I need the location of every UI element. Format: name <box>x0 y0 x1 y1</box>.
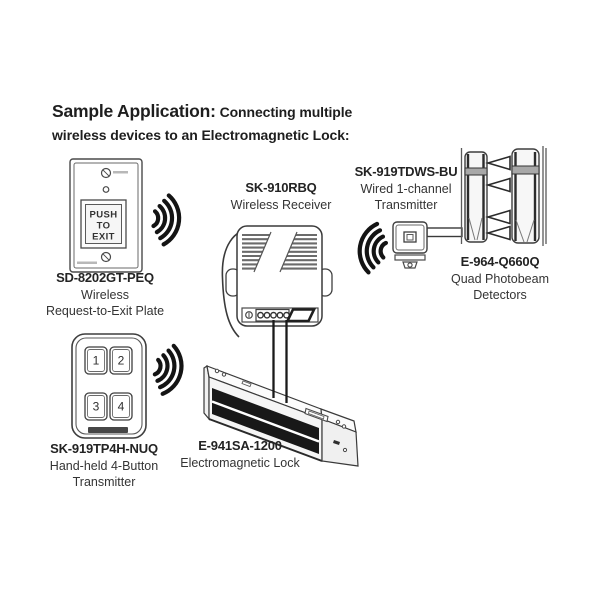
wired-transmitter-label: SK-919TDWS-BU Wired 1-channel Transmitte… <box>336 164 476 214</box>
mounting-hole <box>341 424 347 429</box>
page-title-line1: Sample Application: Connecting multiple <box>52 100 472 124</box>
maglock-desc1: Electromagnetic Lock <box>180 455 300 470</box>
receiver-desc1: Wireless Receiver <box>230 197 332 212</box>
knob-hole <box>407 262 413 268</box>
photobeam-desc2: Detectors <box>473 288 527 302</box>
maglock-bottom-edge <box>208 418 323 462</box>
mounting-hole <box>342 447 348 453</box>
remote-case-inner <box>75 337 143 435</box>
mounting-rail <box>460 146 547 246</box>
remote-button-1: 1 <box>84 346 108 375</box>
wired-transmitter-desc1: Wired 1-channel <box>360 181 452 196</box>
page-title: Sample Application: Connecting multiple … <box>52 100 472 147</box>
beam-arrow-icon <box>485 155 511 241</box>
exit-plate-model: SD-8202GT-PEQ <box>56 270 154 285</box>
wired-transmitter-desc2: Transmitter <box>374 198 438 212</box>
fine-print-mark <box>77 261 97 264</box>
transmitter-button-inner <box>406 234 414 241</box>
screw-icon <box>245 311 253 319</box>
to-label: TO <box>97 221 111 232</box>
remote-button-2: 2 <box>109 346 133 375</box>
button-3-label: 3 <box>93 400 100 414</box>
maglock-model: E-941SA-1200 <box>198 438 282 453</box>
photobeam-model: E-964-Q660Q <box>460 254 540 269</box>
magnet-pole-gap <box>211 400 320 443</box>
plate-inner <box>73 162 139 269</box>
button-4-label: 4 <box>118 400 125 414</box>
exit-plate-desc1: Wireless <box>81 287 129 302</box>
exit-label: EXIT <box>92 232 115 243</box>
terminal-block <box>255 308 290 322</box>
transmitter-case-inner <box>395 224 425 251</box>
wireless-signal-icon <box>357 221 388 275</box>
remote-case <box>71 333 147 439</box>
handheld-transmitter-label: SK-919TP4H-NUQ Hand-held 4-Button Transm… <box>24 441 184 491</box>
button-1-label: 1 <box>93 354 100 368</box>
receiver-graphic <box>221 225 333 338</box>
exit-plate-label: SD-8202GT-PEQ Wireless Request-to-Exit P… <box>30 270 180 320</box>
wireless-signal-icon <box>151 193 182 247</box>
mounting-hole <box>214 368 220 374</box>
remote-button-4: 4 <box>109 392 133 421</box>
photobeam-tower-left <box>464 151 488 243</box>
vent-band-edge <box>253 231 272 273</box>
maglock-cutout-inner <box>308 410 325 420</box>
photobeam-tower-right <box>511 148 540 244</box>
handheld-transmitter-model: SK-919TP4H-NUQ <box>50 441 158 456</box>
wiring-knockout <box>285 308 317 323</box>
button-2-label: 2 <box>118 354 125 368</box>
screw-icon <box>100 167 112 179</box>
maglock-label: E-941SA-1200 Electromagnetic Lock <box>150 438 330 471</box>
push-label: PUSH <box>90 210 118 221</box>
screw-icon <box>100 251 112 263</box>
page-title-line2: wireless devices to an Electromagnetic L… <box>52 127 350 143</box>
handheld-transmitter-desc2: Transmitter <box>72 475 136 489</box>
exit-plate-graphic: PUSH TO EXIT <box>69 158 143 273</box>
receiver-label: SK-910RBQ Wireless Receiver <box>206 180 356 213</box>
photobeam-graphic <box>460 146 547 246</box>
remote-button-3: 3 <box>84 392 108 421</box>
led-indicator-icon <box>102 186 110 193</box>
brand-band <box>88 427 128 433</box>
mounting-hole <box>221 372 227 377</box>
handheld-remote-graphic: 1 2 3 4 <box>71 333 147 439</box>
push-to-exit-button: PUSH TO EXIT <box>80 199 127 249</box>
photobeam-desc1: Quad Photobeam <box>451 271 549 286</box>
photobeam-label: E-964-Q660Q Quad Photobeam Detectors <box>430 254 570 304</box>
top-slot <box>241 380 252 388</box>
handheld-transmitter-desc1: Hand-held 4-Button <box>49 458 159 473</box>
wired-transmitter-model: SK-919TDWS-BU <box>354 164 458 179</box>
mounting-hole <box>335 419 341 425</box>
fine-print-mark <box>113 171 128 174</box>
receiver-model: SK-910RBQ <box>245 180 317 195</box>
wireless-signal-icon <box>152 343 184 396</box>
wired-transmitter-graphic <box>392 221 463 269</box>
mounting-flange <box>394 254 426 261</box>
vent-band <box>254 232 297 272</box>
title-rest: Connecting multiple <box>219 104 353 120</box>
vent-band-edge <box>279 231 298 273</box>
led-window <box>333 440 340 445</box>
title-lead: Sample Application: <box>52 101 216 121</box>
exit-plate-desc2: Request-to-Exit Plate <box>45 304 165 318</box>
maglock-graphic <box>203 364 359 467</box>
